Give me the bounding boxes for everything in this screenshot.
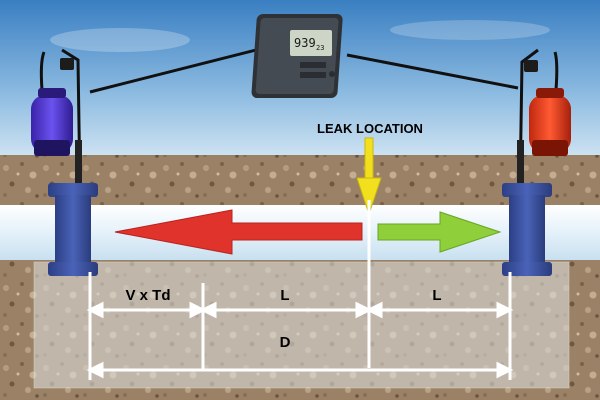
measurement-panel (33, 261, 570, 389)
velocity-delay-label: V x Td (125, 287, 170, 304)
l-left-label: L (280, 287, 289, 304)
device-display (290, 30, 332, 56)
leak-location-label: LEAK LOCATION (317, 121, 423, 136)
device-display-sub: 23 (316, 44, 324, 52)
upper-dimension-line (86, 301, 514, 319)
left-cable (89, 48, 257, 94)
left-propagation-arrow (114, 209, 363, 255)
right-pipe-sensor (502, 183, 552, 276)
right-propagation-arrow (377, 211, 502, 253)
leak-marker (356, 137, 382, 368)
lower-dimension-line (86, 361, 514, 379)
left-pipe-sensor (48, 183, 98, 276)
device-display-value: 939 (294, 36, 316, 50)
distance-label: D (280, 334, 291, 351)
l-right-label: L (432, 287, 441, 304)
red-pressure-sprayer-icon (517, 48, 571, 191)
right-cable (346, 53, 519, 90)
leak-correlator-device-icon: 939 23 (251, 14, 343, 98)
purple-pressure-sprayer-icon (31, 48, 82, 191)
dimension-extension-lines (88, 272, 512, 380)
